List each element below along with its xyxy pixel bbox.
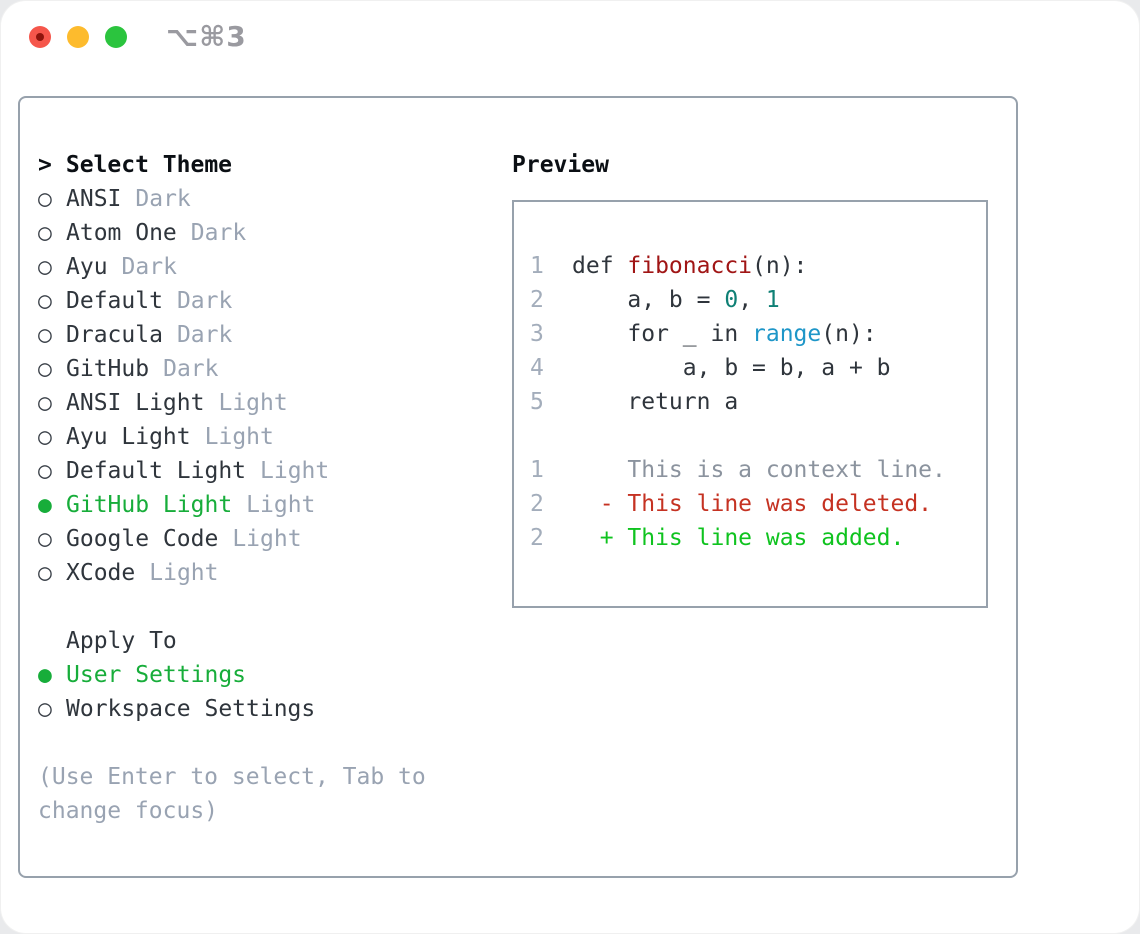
window-title: ⌥⌘3 [166, 20, 247, 53]
function-name-token: fibonacci [627, 253, 753, 279]
radio-icon: ○ [38, 526, 52, 552]
apply-to-header: Apply To [66, 628, 177, 654]
variant-badge: Dark [176, 322, 233, 348]
number-token: 0 [724, 287, 739, 313]
radio-icon: ○ [38, 390, 52, 416]
variant-badge: Light [232, 526, 302, 552]
line-number: 4 [530, 355, 544, 381]
radio-icon: ○ [38, 424, 52, 450]
zoom-button[interactable] [105, 26, 127, 48]
keyboard-hint-line-2: change focus) [38, 798, 219, 824]
line-number: 2 [530, 525, 544, 551]
radio-icon: ○ [38, 288, 52, 314]
diff-deleted-line: 2 - This line was deleted. [530, 487, 986, 521]
line-number: 2 [530, 491, 544, 517]
radio-icon: ○ [38, 560, 52, 586]
radio-selected-icon: ● [38, 662, 52, 688]
radio-icon: ○ [38, 322, 52, 348]
code-line: 5 return a [530, 385, 986, 419]
line-number: 5 [530, 389, 544, 415]
line-number: 1 [530, 457, 544, 483]
variant-badge: Light [246, 492, 316, 518]
radio-icon: ○ [38, 356, 52, 382]
diff-added-line: 2 + This line was added. [530, 521, 986, 555]
variant-badge: Light [149, 560, 219, 586]
radio-icon: ○ [38, 254, 52, 280]
select-theme-header: > Select Theme [38, 148, 488, 182]
title-bar: ⌥⌘3 [0, 0, 1140, 75]
radio-icon: ○ [38, 458, 52, 484]
prompt-icon: > [38, 152, 52, 178]
number-token: 1 [765, 287, 780, 313]
code-line: 3 for _ in range(n): [530, 317, 986, 351]
variant-badge: Dark [176, 288, 233, 314]
select-theme-title: Select Theme [65, 152, 233, 178]
line-number: 3 [530, 321, 544, 347]
code-line: 4 a, b = b, a + b [530, 351, 986, 385]
variant-badge: Light [204, 424, 274, 450]
apply-option-user-settings[interactable]: ●User Settings [38, 658, 488, 692]
variant-badge: Dark [163, 356, 219, 382]
variant-badge: Dark [190, 220, 247, 246]
apply-option-workspace-settings[interactable]: ○Workspace Settings [38, 692, 488, 726]
variant-badge: Dark [121, 254, 177, 280]
minimize-button[interactable] [67, 26, 89, 48]
builtin-token: range [752, 321, 822, 347]
radio-icon: ○ [38, 696, 52, 722]
variant-badge: Dark [135, 186, 191, 212]
code-line: 2 a, b = 0, 1 [530, 283, 986, 317]
radio-selected-icon: ● [38, 492, 52, 518]
radio-icon: ○ [38, 186, 52, 212]
close-button[interactable] [29, 26, 51, 48]
diff-context-line: 1 This is a context line. [530, 453, 986, 487]
radio-icon: ○ [38, 220, 52, 246]
line-number: 1 [530, 253, 544, 279]
keyboard-hint-line-1: (Use Enter to select, Tab to [38, 764, 426, 790]
variant-badge: Light [260, 458, 330, 484]
preview-header: Preview [512, 152, 609, 178]
variant-badge: Light [218, 390, 288, 416]
line-number: 2 [530, 287, 544, 313]
